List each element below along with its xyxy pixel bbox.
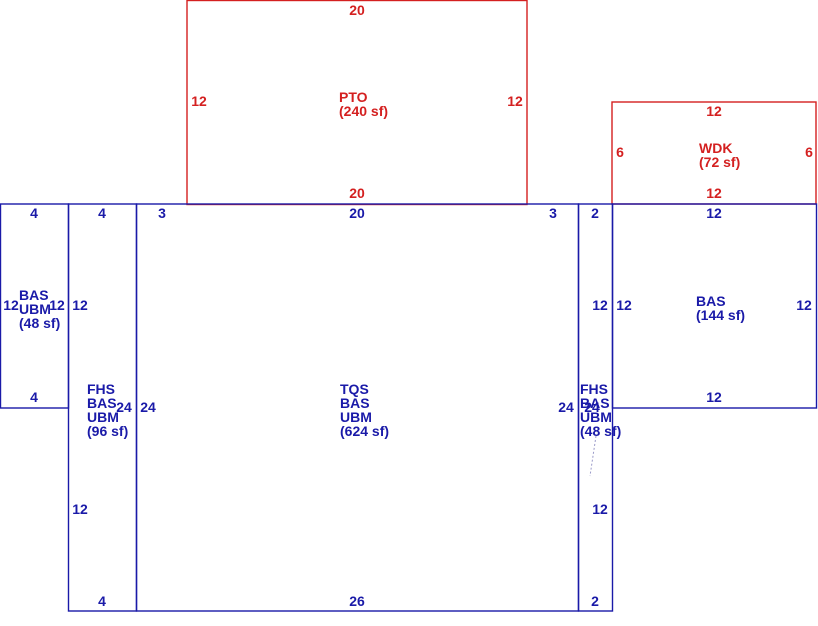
main-dim-left: 24 [140, 399, 156, 415]
pto-dim-left: 12 [191, 93, 207, 109]
left-bas-dim-top: 4 [30, 205, 38, 221]
left-fhs-label-3: UBM [87, 409, 119, 425]
main-dim-right: 24 [558, 399, 574, 415]
wdk-dim-top: 12 [706, 103, 722, 119]
right-bas-dim-bottom: 12 [706, 389, 722, 405]
left-fhs-label-1: FHS [87, 381, 115, 397]
right-fhs-dim-upper-right: 12 [592, 297, 608, 313]
right-bas-dim-left: 12 [616, 297, 632, 313]
right-bas-dim-top: 12 [706, 205, 722, 221]
right-bas-dim-right: 12 [796, 297, 812, 313]
wdk-dim-bottom: 12 [706, 185, 722, 201]
left-fhs-dim-upper-left: 12 [72, 297, 88, 313]
right-bas-area-sf: (144 sf) [696, 307, 745, 323]
right-fhs-dim-bottom: 2 [591, 593, 599, 609]
left-bas-label-2: UBM [19, 301, 51, 317]
main-dim-top-right: 3 [549, 205, 557, 221]
left-bas-dim-right: 12 [49, 297, 65, 313]
main-dim-top-left: 3 [158, 205, 166, 221]
left-fhs-dim-top: 4 [98, 205, 106, 221]
left-bas-area-sf: (48 sf) [19, 315, 60, 331]
left-fhs-area-sf: (96 sf) [87, 423, 128, 439]
left-bas-dim-bottom: 4 [30, 389, 38, 405]
right-bas-area: 12 12 12 12 BAS (144 sf) [611, 203, 818, 409]
right-fhs-label-1: FHS [580, 381, 608, 397]
pto-area: 20 12 12 20 PTO (240 sf) [186, 0, 528, 206]
wdk-dim-right: 6 [805, 144, 813, 160]
pto-label: PTO [339, 89, 368, 105]
right-fhs-dim-left: 24 [584, 399, 600, 415]
leader-line [589, 435, 597, 477]
pto-area-sf: (240 sf) [339, 103, 388, 119]
left-fhs-area: 4 12 24 12 4 FHS BAS UBM (96 sf) [67, 203, 138, 612]
pto-dim-right: 12 [507, 93, 523, 109]
left-fhs-label-2: BAS [87, 395, 117, 411]
left-bas-dim-left: 12 [3, 297, 19, 313]
right-fhs-label-2: BAS [580, 395, 610, 411]
right-bas-label: BAS [696, 293, 726, 309]
right-fhs-area: 2 12 24 12 2 FHS BAS UBM (48 sf) [577, 203, 621, 612]
main-dim-top: 20 [349, 205, 365, 221]
left-fhs-dim-lower-left: 12 [72, 501, 88, 517]
left-bas-area: 4 12 12 4 BAS UBM (48 sf) [0, 203, 70, 409]
wdk-area-sf: (72 sf) [699, 154, 740, 170]
main-tqs-area: 3 20 3 24 24 26 TQS BAS UBM (624 sf) [135, 203, 580, 612]
pto-dim-top: 20 [349, 2, 365, 18]
left-fhs-dim-right: 24 [116, 399, 132, 415]
main-area-sf: (624 sf) [340, 423, 389, 439]
main-label-1: TQS [340, 381, 369, 397]
main-label-3: UBM [340, 409, 372, 425]
right-fhs-label-3: UBM [580, 409, 612, 425]
left-fhs-dim-bottom: 4 [98, 593, 106, 609]
pto-dim-bottom: 20 [349, 185, 365, 201]
left-bas-label-1: BAS [19, 287, 49, 303]
right-fhs-dim-lower-right: 12 [592, 501, 608, 517]
wdk-dim-left: 6 [616, 144, 624, 160]
main-dim-bottom: 26 [349, 593, 365, 609]
wdk-label: WDK [699, 140, 732, 156]
right-bas-outline [611, 203, 818, 409]
right-fhs-dim-top: 2 [591, 205, 599, 221]
right-fhs-area-sf: (48 sf) [580, 423, 621, 439]
main-label-2: BAS [340, 395, 370, 411]
wdk-area: 12 6 6 12 WDK (72 sf) [611, 101, 817, 205]
